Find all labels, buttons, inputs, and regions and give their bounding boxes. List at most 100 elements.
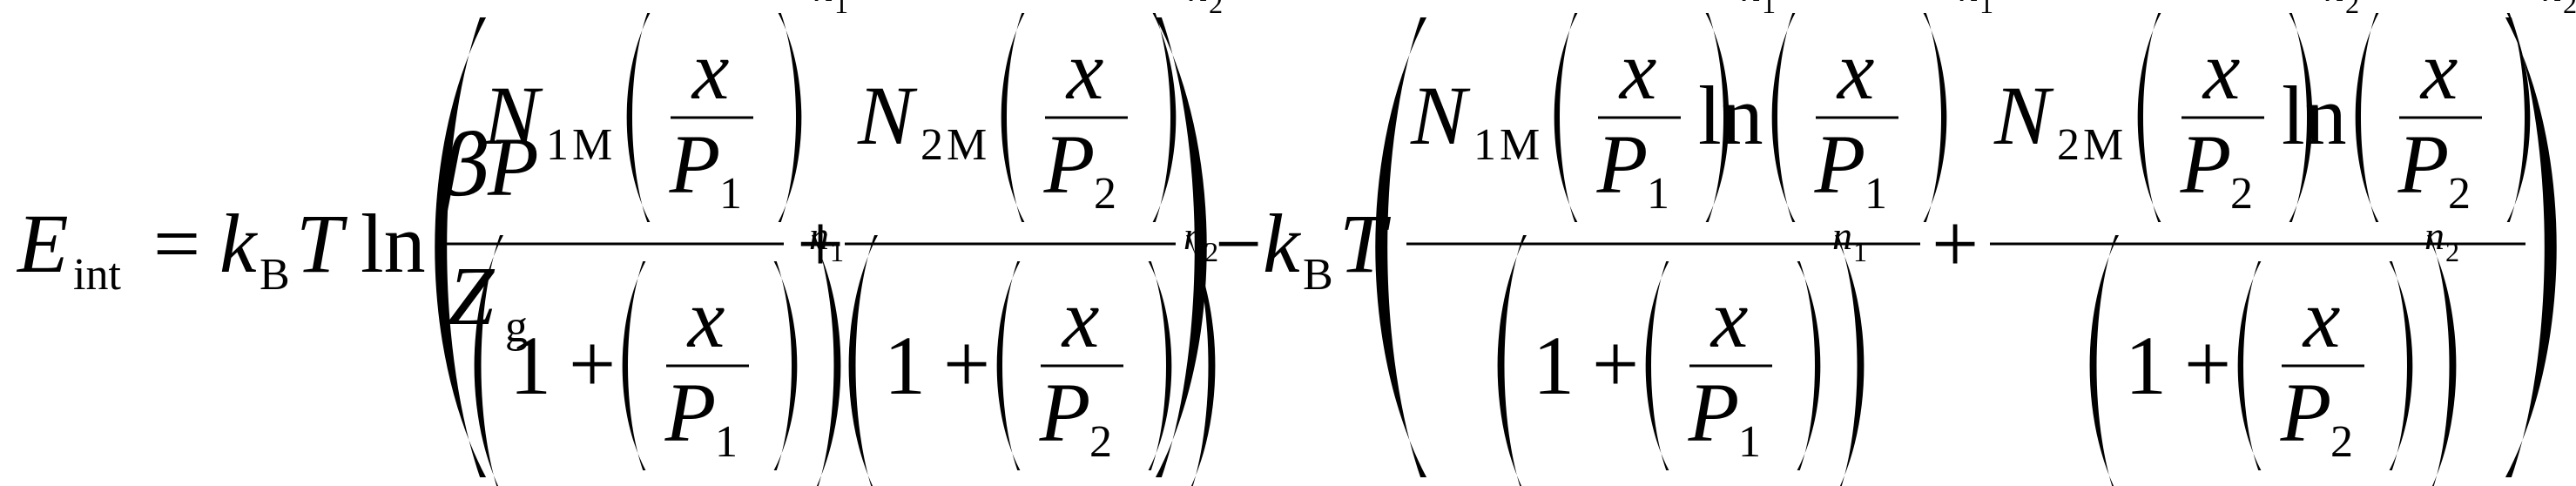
g2-f1-num-N: N [1410,69,1471,162]
g1-f1-den-xp-P: P [664,366,717,459]
g2-f2-num-N-M: M [2083,120,2123,170]
g2-f1-num-xp-rparen [1705,13,1730,222]
g1-f2-den-plus: + [943,317,990,410]
g1-f1-num-N-M: M [572,120,612,170]
kB-T: T [296,197,348,290]
g1-f1-num-xp-P-sub: 1 [719,169,742,219]
minus-sign: − [1215,197,1262,290]
g2-f2-den-xp-rparen [2389,261,2413,470]
g2-f1-den-rparen [1835,235,1865,486]
g2-f2-ln-xp-P: P [2397,118,2450,211]
g2-f2-num-N-sub: 2 [2057,120,2080,170]
g2-f1-den-xp-P-sub: 1 [1738,417,1761,467]
g1-f2-num-xp-exp-sub: 2 [1209,0,1223,19]
g2-f2-den-plus: + [2184,317,2231,410]
g1-f1-num-xp-rparen [778,13,802,222]
g1-f1-num-N-sub: 1 [546,120,569,170]
g2-f2-den-rparen [2427,235,2457,486]
g1-f1-den-xp-P-sub: 1 [715,417,738,467]
g1-f2-den-xp-rparen [1148,261,1172,470]
g2-f1-den-xp-exp-sub: 1 [1853,236,1867,267]
ln-text: ln [361,197,426,290]
g1-f2-den-one: 1 [884,319,926,412]
g1-f2-num-xp-rparen [1152,13,1177,222]
g2-f2-num-xp-P-sub: 2 [2230,169,2253,219]
g2-f2-den-xp-exp-n: n [2424,213,2445,258]
g1-f2-den-xp-x: x [1061,272,1100,365]
g2-f2-den-xp-P-sub: 2 [2330,417,2353,467]
g2-f2-ln-xp-exp-n: n [2542,0,2562,10]
lhs-E-sub: int [73,250,121,300]
g2-f2-ln-xp-lparen [2355,13,2379,222]
g2-f1-ln-xp-rparen [1923,13,1947,222]
g1-plus: + [797,197,844,290]
g2-f1-num-xp-exp-sub: 1 [1762,0,1776,19]
g2-f1-den-plus: + [1592,317,1639,410]
g2-f1-num-xp-P-sub: 1 [1647,169,1669,219]
g2-f1-den-lparen [1497,235,1527,486]
g2-f1-ln-xp-exp-sub: 1 [1979,0,1993,19]
energy-equation: Eint=kBTlnβPZgN1MxP1n11+xP1n1+N2MxP2n21+… [16,0,2576,486]
g1-f2-den-xp-P-sub: 2 [1089,417,1112,467]
g2-f1-den-xp-P: P [1688,366,1740,459]
g1-f2-num-xp-lparen [1001,13,1025,222]
prefactor-Z-sub: g [505,302,528,352]
g2-f1-num-xp-P: P [1596,118,1649,211]
g1-f1-den-xp-x: x [686,272,725,365]
g1-f1-num-xp-exp-sub: 1 [834,0,848,19]
g2-f2-num-N: N [1993,69,2054,162]
g1-f1-den-plus: + [569,317,616,410]
g2-f1-num-xp-exp-n: n [1741,0,1761,10]
g1-f2-den-xp-exp-sub: 2 [1204,236,1218,267]
g2-f2-num-xp-exp-n: n [2324,0,2344,10]
g1-f1-den-xp-rparen [773,261,798,470]
g2-f1-ln-xp-P-sub: 1 [1865,169,1887,219]
g1-f2-num-xp-exp-n: n [1188,0,1208,10]
g1-f1-den-xp-exp-n: n [809,213,829,258]
g2-f2-den-xp-lparen [2237,261,2262,470]
g1-f2-num-N: N [857,69,918,162]
g1-f1-num-xp-exp-n: n [813,0,833,10]
g1-f2-num-xp-P: P [1043,118,1096,211]
g2-f1-den-xp-x: x [1709,272,1749,365]
g2-f1-den-xp-lparen [1645,261,1669,470]
kB2-sub: B [1303,250,1333,300]
g1-f1-den-rparen [812,235,841,486]
kB-k: k [219,197,259,290]
g2-f1-ln-xp-lparen [1771,13,1796,222]
g2-f1-den-xp-rparen [1797,261,1821,470]
g2-f2-ln-xp-x: x [2419,24,2458,117]
g1-f2-den-rparen [1186,235,1216,486]
g1-f1-num-xp-lparen [626,13,651,222]
g1-f1-num-xp-x: x [691,24,730,117]
g2-f2-num-xp-exp-sub: 2 [2345,0,2359,19]
kB2-k: k [1263,197,1302,290]
prefactor-P: P [487,120,539,213]
lhs-E: E [16,197,69,290]
g1-f2-num-N-sub: 2 [920,120,943,170]
g2-f1-den-one: 1 [1533,319,1575,412]
g1-f2-den-xp-P: P [1039,366,1091,459]
g1-f1-den-xp-exp-sub: 1 [830,236,844,267]
g2-plus: + [1932,197,1979,290]
g2-f1-den-xp-exp-n: n [1832,213,1852,258]
g1-f2-num-xp-x: x [1065,24,1104,117]
g1-f1-den-lparen [474,235,503,486]
g2-f2-num-xp-P: P [2180,118,2232,211]
kB-sub: B [260,250,290,300]
g2-f1-ln: ln [1698,69,1763,162]
g1-f1-den-one: 1 [509,319,551,412]
prefactor-Z: Z [448,249,496,342]
g2-f2-ln-xp-P-sub: 2 [2448,169,2471,219]
g1-f2-num-xp-P-sub: 2 [1094,169,1116,219]
g1-f2-den-xp-lparen [996,261,1021,470]
g2-f2-den-xp-exp-sub: 2 [2445,236,2459,267]
g2-f2-den-xp-P: P [2280,366,2332,459]
g1-f2-den-lparen [848,235,878,486]
g2-f1-ln-xp-P: P [1814,118,1866,211]
g2-f1-ln-xp-exp-n: n [1959,0,1979,10]
g2-f2-den-one: 1 [2125,319,2167,412]
g1-f1-num-xp-P: P [669,118,721,211]
g2-f1-num-N-sub: 1 [1473,120,1496,170]
